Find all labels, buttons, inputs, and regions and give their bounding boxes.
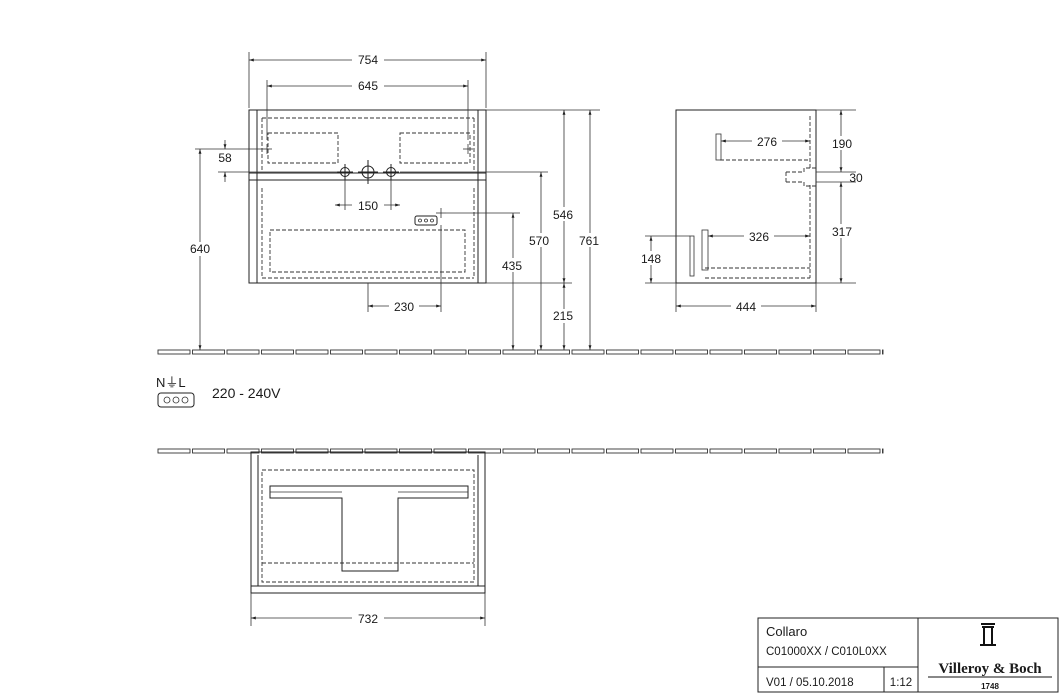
tap-connector-icon xyxy=(383,164,399,180)
floor-segment xyxy=(537,349,570,355)
floor-segment xyxy=(468,349,501,355)
socket-icon xyxy=(414,215,438,226)
floor-segment xyxy=(778,448,812,454)
floor-segment xyxy=(571,448,605,454)
dim-height-546: 546 xyxy=(553,208,573,222)
dim-height-761: 761 xyxy=(579,234,599,248)
floor-segment xyxy=(157,349,191,355)
dim-height-570: 570 xyxy=(529,234,549,248)
wall-line-lower xyxy=(157,448,884,454)
socket-outlet-icon xyxy=(157,392,195,408)
dim-side-low-height: 148 xyxy=(641,252,661,266)
floor-segment xyxy=(330,349,363,355)
brand-year: 1748 xyxy=(981,682,999,691)
dim-height-435: 435 xyxy=(502,259,522,273)
drain-connector-icon xyxy=(358,160,378,184)
dim-height-215: 215 xyxy=(553,309,573,323)
floor-segment xyxy=(157,448,191,454)
floor-segment xyxy=(261,349,294,355)
floor-segment xyxy=(744,349,777,355)
floor-segment xyxy=(882,448,884,454)
dim-side-bottom-drawer-depth: 326 xyxy=(749,230,769,244)
floor-segment xyxy=(675,349,708,355)
floor-segment xyxy=(433,349,467,355)
dim-side-depth: 444 xyxy=(736,300,756,314)
floor-segment xyxy=(813,349,846,355)
dim-plan-width: 732 xyxy=(358,612,378,626)
front-cabinet-outline xyxy=(248,109,487,284)
version-date: V01 / 05.10.2018 xyxy=(766,677,854,689)
floor-segment xyxy=(778,349,812,355)
floor-segment xyxy=(882,349,884,355)
dim-front-overall-width: 754 xyxy=(358,53,378,67)
plan-cabinet-outline xyxy=(250,451,486,594)
floor-line-upper xyxy=(157,349,884,355)
floor-segment xyxy=(226,349,260,355)
floor-segment xyxy=(192,349,225,355)
floor-segment xyxy=(675,448,708,454)
earth-symbol-label: N⏚L xyxy=(156,375,186,390)
floor-segment xyxy=(571,349,605,355)
floor-segment xyxy=(606,349,639,355)
drain-pipe-icon xyxy=(785,167,816,187)
front-view: 754 645 58 640 150 546 570 761 435 215 2… xyxy=(186,52,604,350)
floor-segment xyxy=(295,448,329,454)
electrical-connection: N⏚L 220 - 240V xyxy=(156,375,281,408)
floor-segment xyxy=(640,448,674,454)
floor-segment xyxy=(192,448,225,454)
floor-segment xyxy=(606,448,639,454)
plan-view: 732 xyxy=(250,451,486,626)
floor-segment xyxy=(847,349,881,355)
dim-front-inner-width: 645 xyxy=(358,79,378,93)
floor-segment xyxy=(226,448,260,454)
side-view: 276 190 30 317 326 148 444 xyxy=(637,109,863,314)
floor-segment xyxy=(847,448,881,454)
dim-side-gap: 30 xyxy=(849,171,863,185)
side-cabinet-outline xyxy=(675,109,817,284)
floor-segment xyxy=(813,448,846,454)
voltage-label: 220 - 240V xyxy=(212,385,281,401)
floor-segment xyxy=(261,448,294,454)
title-block: Collaro C01000XX / C010L0XX V01 / 05.10.… xyxy=(757,617,1059,693)
floor-segment xyxy=(744,448,777,454)
drawing-scale: 1:12 xyxy=(890,677,912,689)
floor-segment xyxy=(364,349,398,355)
dim-socket-offset: 230 xyxy=(394,300,414,314)
floor-segment xyxy=(709,349,743,355)
floor-segment xyxy=(399,349,432,355)
floor-segment xyxy=(640,349,674,355)
dim-side-top-height: 190 xyxy=(832,137,852,151)
tap-connector-icon xyxy=(337,164,353,180)
brand-name: Villeroy & Boch xyxy=(938,661,1042,677)
floor-segment xyxy=(399,448,432,454)
floor-segment xyxy=(709,448,743,454)
dim-height-to-floor: 640 xyxy=(190,242,210,256)
floor-segment xyxy=(537,448,570,454)
floor-segment xyxy=(364,448,398,454)
dim-side-bottom-height: 317 xyxy=(832,225,852,239)
floor-segment xyxy=(295,349,329,355)
dim-tap-spacing: 150 xyxy=(358,199,378,213)
product-name: Collaro xyxy=(766,624,807,639)
floor-segment xyxy=(433,448,467,454)
floor-segment xyxy=(330,448,363,454)
floor-segment xyxy=(502,349,536,355)
dim-side-offset: 58 xyxy=(218,151,232,165)
floor-segment xyxy=(502,448,536,454)
dim-side-top-drawer-depth: 276 xyxy=(757,135,777,149)
article-numbers: C01000XX / C010L0XX xyxy=(766,646,887,658)
brand-logo: Villeroy & Boch 1748 xyxy=(928,623,1052,691)
